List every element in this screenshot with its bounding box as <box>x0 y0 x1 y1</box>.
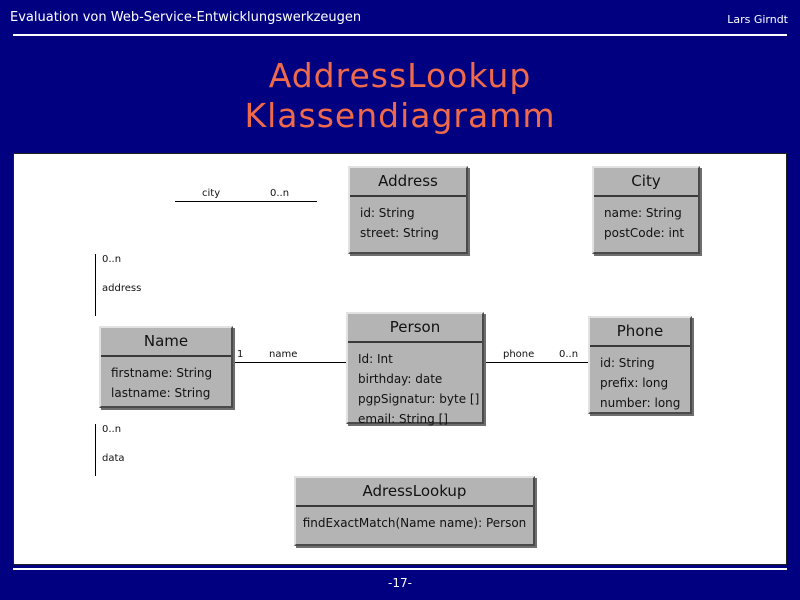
uml-class-city[interactable]: City name: String postCode: int <box>592 166 700 254</box>
uml-class-person-name: Person <box>348 314 482 343</box>
uml-member: firstname: String <box>111 366 213 380</box>
association-role-address-city: city <box>202 188 221 199</box>
association-multiplicity-lookup-person: 0..n <box>102 424 122 435</box>
uml-member: name: String <box>604 206 682 220</box>
association-multiplicity-person-name: 1 <box>237 349 244 360</box>
uml-member: prefix: long <box>600 376 669 390</box>
uml-member: email: String [] <box>358 412 448 426</box>
header-divider <box>13 34 787 36</box>
diagram-panel: city 0..n 0..n address 1 name phone 0..n… <box>13 153 787 565</box>
uml-class-adresslookup[interactable]: AdressLookup findExactMatch(Name name): … <box>294 476 535 546</box>
slide-title-line-1: AddressLookup <box>268 56 532 95</box>
uml-class-diagram: city 0..n 0..n address 1 name phone 0..n… <box>14 154 786 564</box>
association-line-person-name <box>233 362 346 363</box>
uml-class-phone-name: Phone <box>590 318 690 347</box>
uml-class-city-name: City <box>594 168 698 197</box>
uml-member: postCode: int <box>604 226 685 240</box>
slide-title-line-2: Klassendiagramm <box>244 96 556 135</box>
uml-class-adresslookup-members: findExactMatch(Name name): Person <box>296 507 533 539</box>
uml-member: id: String <box>600 356 655 370</box>
uml-member: street: String <box>360 226 439 240</box>
uml-class-address-members: id: String street: String <box>350 197 466 249</box>
uml-class-city-members: name: String postCode: int <box>594 197 698 249</box>
association-role-person-phone: phone <box>503 349 535 360</box>
association-line-person-phone <box>484 362 588 363</box>
uml-member: findExactMatch(Name name): Person <box>302 516 527 530</box>
association-multiplicity-person-phone: 0..n <box>559 349 579 360</box>
presentation-title: Evaluation von Web-Service-Entwicklungsw… <box>10 10 362 25</box>
slide-title: AddressLookup Klassendiagramm <box>0 56 800 136</box>
uml-class-person-members: Id: Int birthday: date pgpSignatur: byte… <box>348 343 482 435</box>
uml-class-address-name: Address <box>350 168 466 197</box>
association-line-lookup-person <box>95 424 96 476</box>
association-role-lookup-person: data <box>102 453 125 464</box>
page-number: -17- <box>388 576 412 590</box>
association-line-address-city <box>175 201 317 202</box>
association-role-person-address: address <box>102 283 142 294</box>
slide-header: Evaluation von Web-Service-Entwicklungsw… <box>0 0 800 42</box>
uml-class-name-members: firstname: String lastname: String <box>101 357 231 409</box>
uml-member: lastname: String <box>111 386 211 400</box>
uml-member: pgpSignatur: byte [] <box>358 392 480 406</box>
uml-class-address[interactable]: Address id: String street: String <box>348 166 468 254</box>
uml-class-phone[interactable]: Phone id: String prefix: long number: lo… <box>588 316 692 414</box>
association-line-person-address <box>95 254 96 316</box>
uml-class-name[interactable]: Name firstname: String lastname: String <box>99 326 233 408</box>
uml-class-person[interactable]: Person Id: Int birthday: date pgpSignatu… <box>346 312 484 426</box>
uml-member: Id: Int <box>358 352 393 366</box>
slide-footer: -17- <box>0 564 800 600</box>
uml-class-phone-members: id: String prefix: long number: long <box>590 347 690 419</box>
uml-member: birthday: date <box>358 372 443 386</box>
association-multiplicity-person-address: 0..n <box>102 254 122 265</box>
footer-divider <box>13 568 787 570</box>
uml-class-adresslookup-name: AdressLookup <box>296 478 533 507</box>
presentation-author: Lars Girndt <box>727 13 788 26</box>
uml-class-name-name: Name <box>101 328 231 357</box>
uml-member: id: String <box>360 206 415 220</box>
uml-member: number: long <box>600 396 681 410</box>
association-multiplicity-address-city: 0..n <box>270 188 290 199</box>
association-role-person-name: name <box>269 349 298 360</box>
